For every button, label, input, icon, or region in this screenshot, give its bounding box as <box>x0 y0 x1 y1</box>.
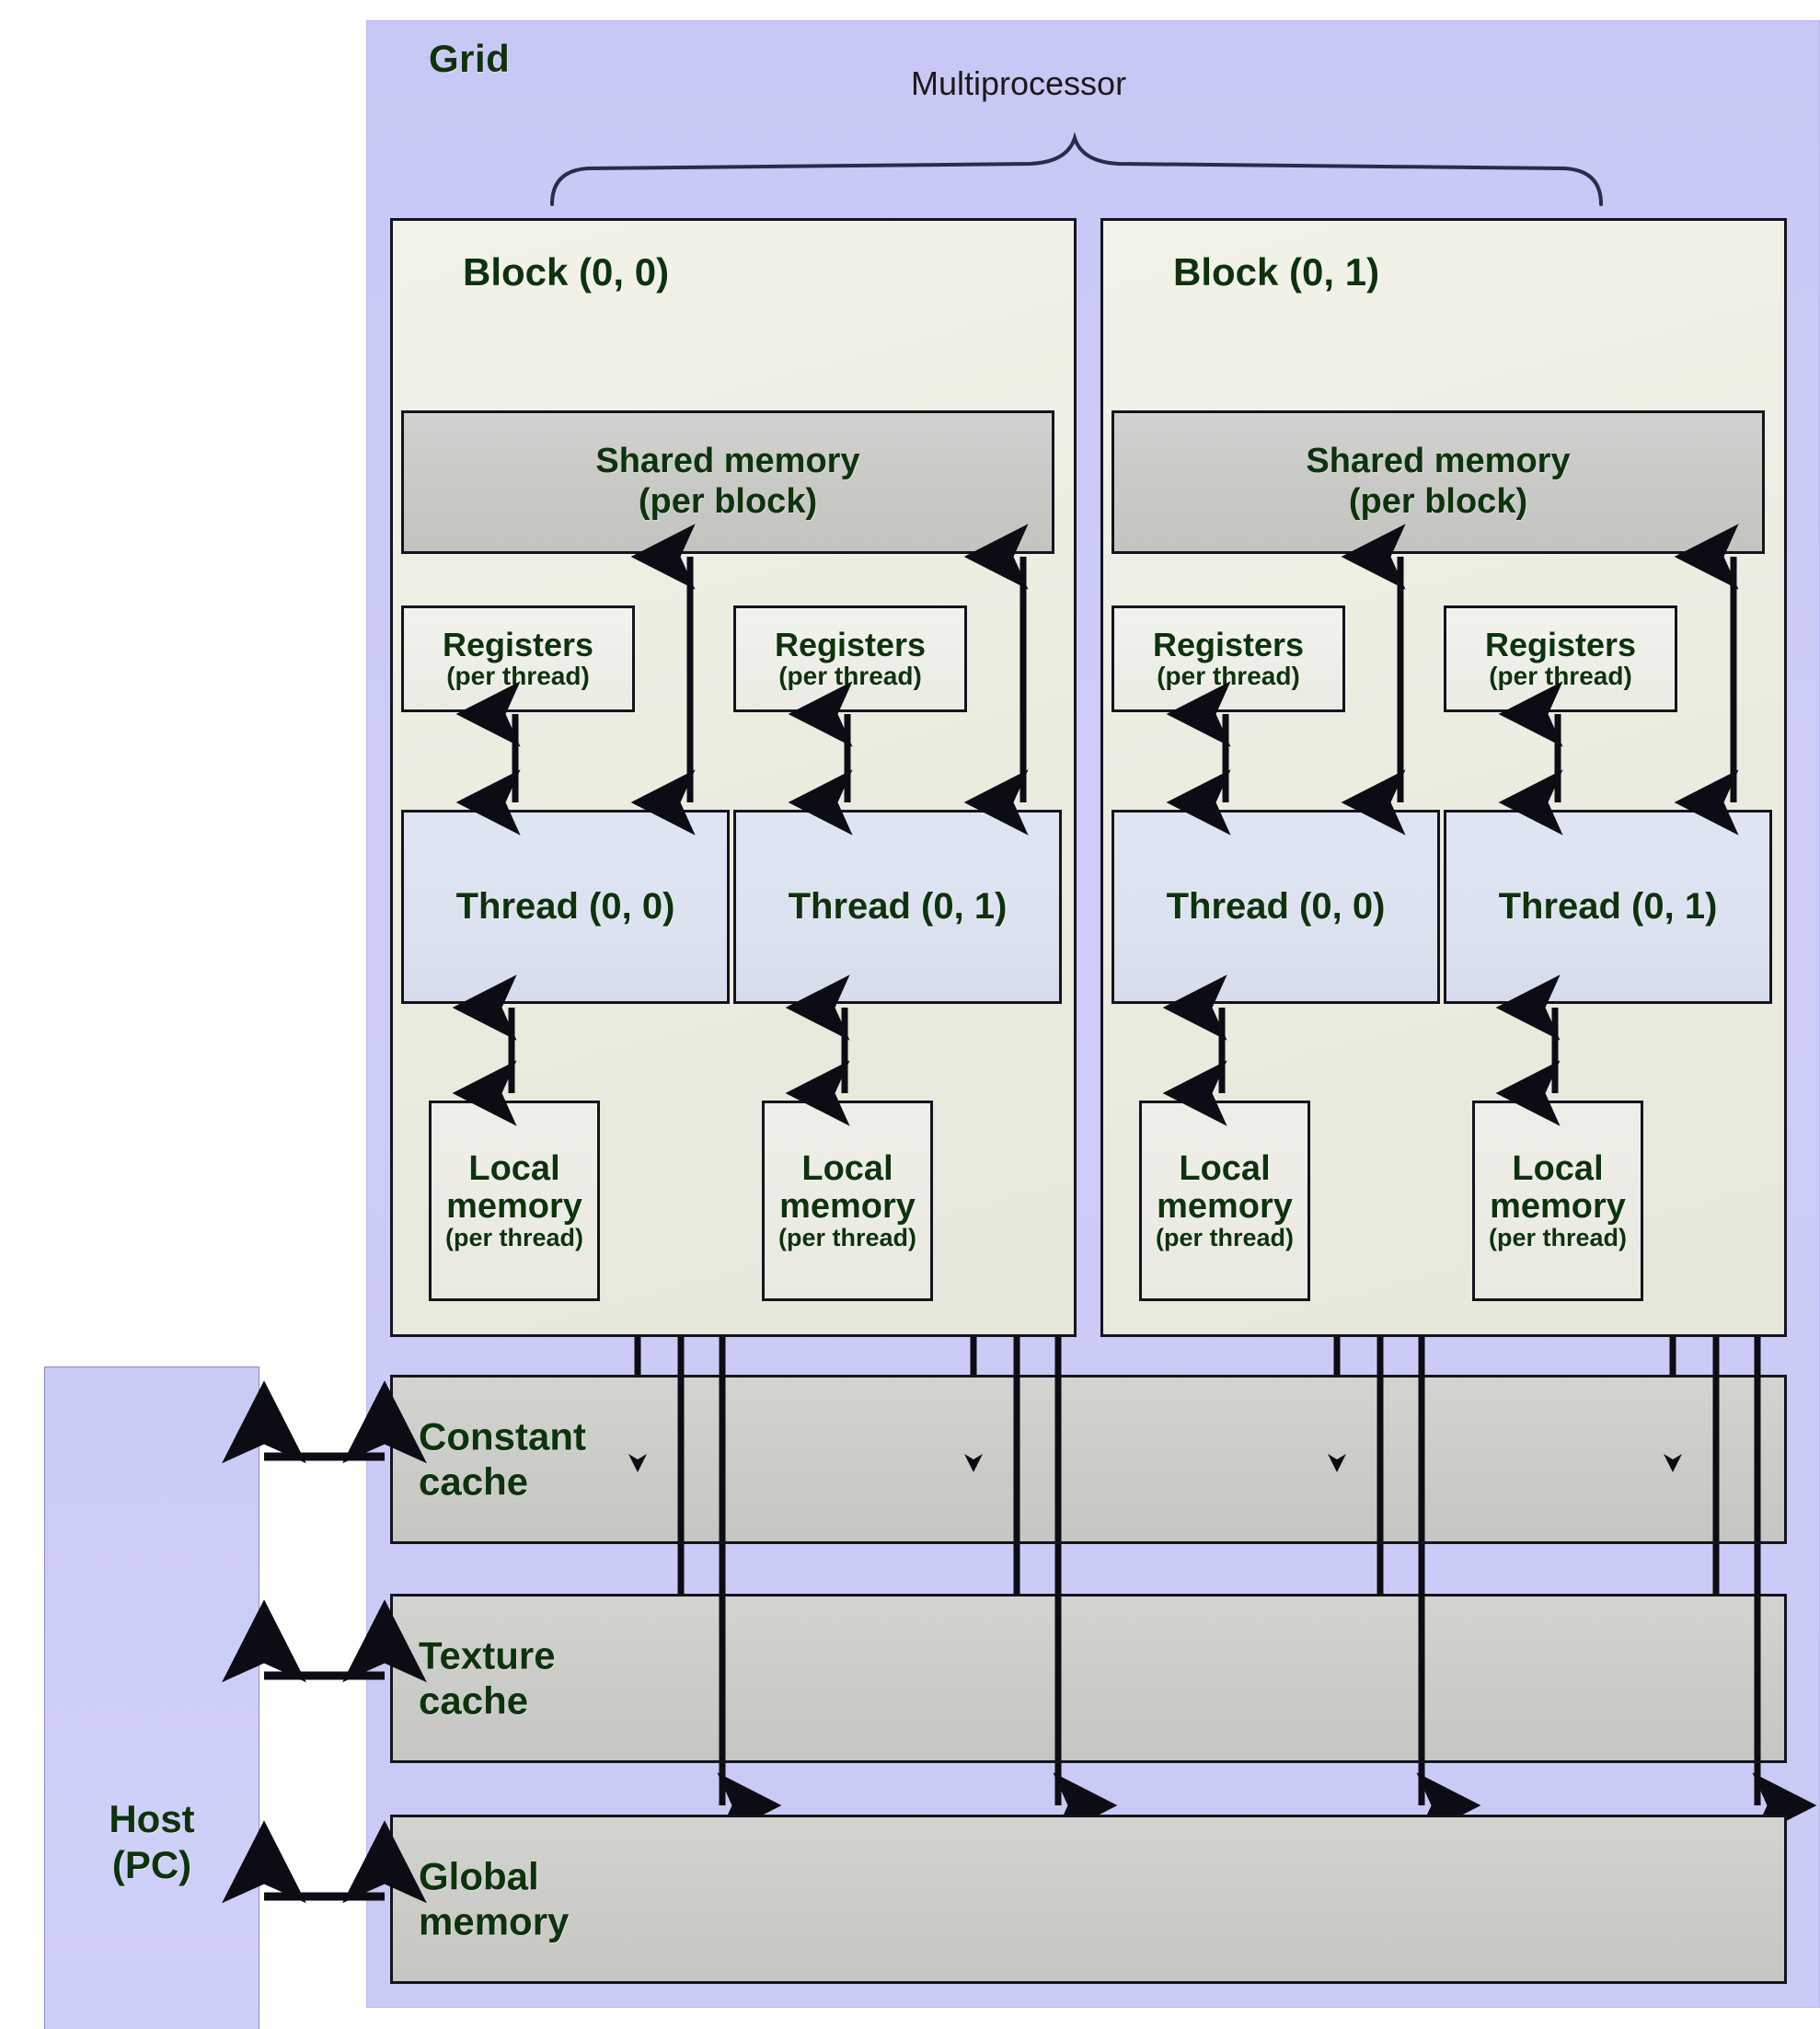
block-0-1-title: Block (0, 1) <box>1173 250 1380 294</box>
shared-memory-sublabel: (per block) <box>638 482 818 521</box>
local-memory-label-1: Local <box>1179 1149 1271 1189</box>
registers-label: Registers <box>442 626 594 664</box>
registers-b1-t0: Registers (per thread) <box>1112 605 1345 712</box>
global-memory-bar: Global memory <box>390 1815 1787 1984</box>
constant-cache-label-1: Constant <box>419 1414 586 1458</box>
thread-label: Thread (0, 0) <box>455 886 675 927</box>
registers-sublabel: (per thread) <box>1489 662 1632 691</box>
global-memory-label-2: memory <box>419 1899 570 1943</box>
shared-memory-label: Shared memory <box>595 442 860 481</box>
texture-cache-bar: Texture cache <box>390 1594 1787 1763</box>
grid-label: Grid <box>429 37 511 80</box>
registers-b0-t1: Registers (per thread) <box>733 605 967 712</box>
local-memory-label-1: Local <box>468 1149 560 1189</box>
thread-label: Thread (0, 1) <box>788 886 1008 927</box>
thread-b1-t1: Thread (0, 1) <box>1444 810 1772 1004</box>
shared-memory-label: Shared memory <box>1306 442 1571 481</box>
local-memory-label-2: memory <box>446 1186 582 1226</box>
host-label-1: Host <box>109 1797 195 1841</box>
global-memory-label-1: Global <box>419 1854 539 1898</box>
local-memory-label-1: Local <box>801 1149 893 1189</box>
texture-cache-label-2: cache <box>419 1678 529 1722</box>
local-memory-b0-t0: Local memory (per thread) <box>429 1101 600 1301</box>
registers-sublabel: (per thread) <box>778 662 922 691</box>
host-label-2: (PC) <box>111 1843 192 1886</box>
local-memory-sublabel: (per thread) <box>1488 1223 1628 1251</box>
block-0-0-title: Block (0, 0) <box>463 250 670 294</box>
registers-b0-t0: Registers (per thread) <box>401 605 635 712</box>
local-memory-label-2: memory <box>1157 1186 1293 1226</box>
local-memory-label-2: memory <box>1490 1186 1626 1226</box>
thread-b0-t1: Thread (0, 1) <box>733 810 1062 1004</box>
shared-memory-block-0-1: Shared memory (per block) <box>1112 410 1765 554</box>
local-memory-b1-t0: Local memory (per thread) <box>1139 1101 1310 1301</box>
local-memory-sublabel: (per thread) <box>778 1223 917 1251</box>
registers-label: Registers <box>774 626 927 664</box>
local-memory-sublabel: (per thread) <box>444 1223 584 1251</box>
registers-label: Registers <box>1484 626 1637 664</box>
thread-label: Thread (0, 1) <box>1498 886 1718 927</box>
local-memory-label-2: memory <box>779 1186 916 1226</box>
registers-b1-t1: Registers (per thread) <box>1444 605 1677 712</box>
shared-memory-block-0-0: Shared memory (per block) <box>401 410 1054 554</box>
registers-label: Registers <box>1152 626 1305 664</box>
local-memory-b0-t1: Local memory (per thread) <box>762 1101 933 1301</box>
local-memory-label-1: Local <box>1512 1149 1604 1189</box>
host-box: Host (PC) <box>44 1366 259 2029</box>
multiprocessor-label: Multiprocessor <box>911 64 1127 102</box>
registers-sublabel: (per thread) <box>1157 662 1300 691</box>
constant-cache-bar: Constant cache <box>390 1375 1787 1544</box>
thread-b0-t0: Thread (0, 0) <box>401 810 730 1004</box>
texture-cache-label-1: Texture <box>419 1633 556 1677</box>
registers-sublabel: (per thread) <box>446 662 590 691</box>
constant-cache-label-2: cache <box>419 1459 529 1503</box>
local-memory-sublabel: (per thread) <box>1155 1223 1295 1251</box>
local-memory-b1-t1: Local memory (per thread) <box>1472 1101 1643 1301</box>
thread-label: Thread (0, 0) <box>1166 886 1386 927</box>
thread-b1-t0: Thread (0, 0) <box>1112 810 1440 1004</box>
shared-memory-sublabel: (per block) <box>1348 482 1528 521</box>
